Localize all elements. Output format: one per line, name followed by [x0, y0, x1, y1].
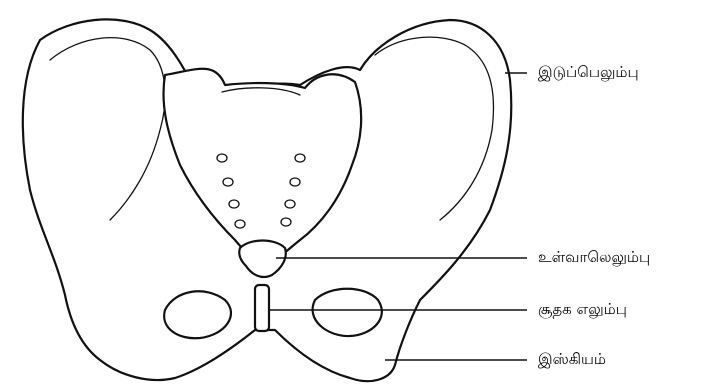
- pubic-symphysis: [255, 285, 269, 331]
- label-ischium: இஸ்கியம்: [538, 350, 606, 370]
- label-pubic-symphysis: சூதக எலும்பு: [538, 300, 627, 320]
- label-coccyx: உள்வாலெலும்பு: [538, 248, 650, 268]
- label-ilium: இடுப்பெலும்பு: [538, 63, 639, 83]
